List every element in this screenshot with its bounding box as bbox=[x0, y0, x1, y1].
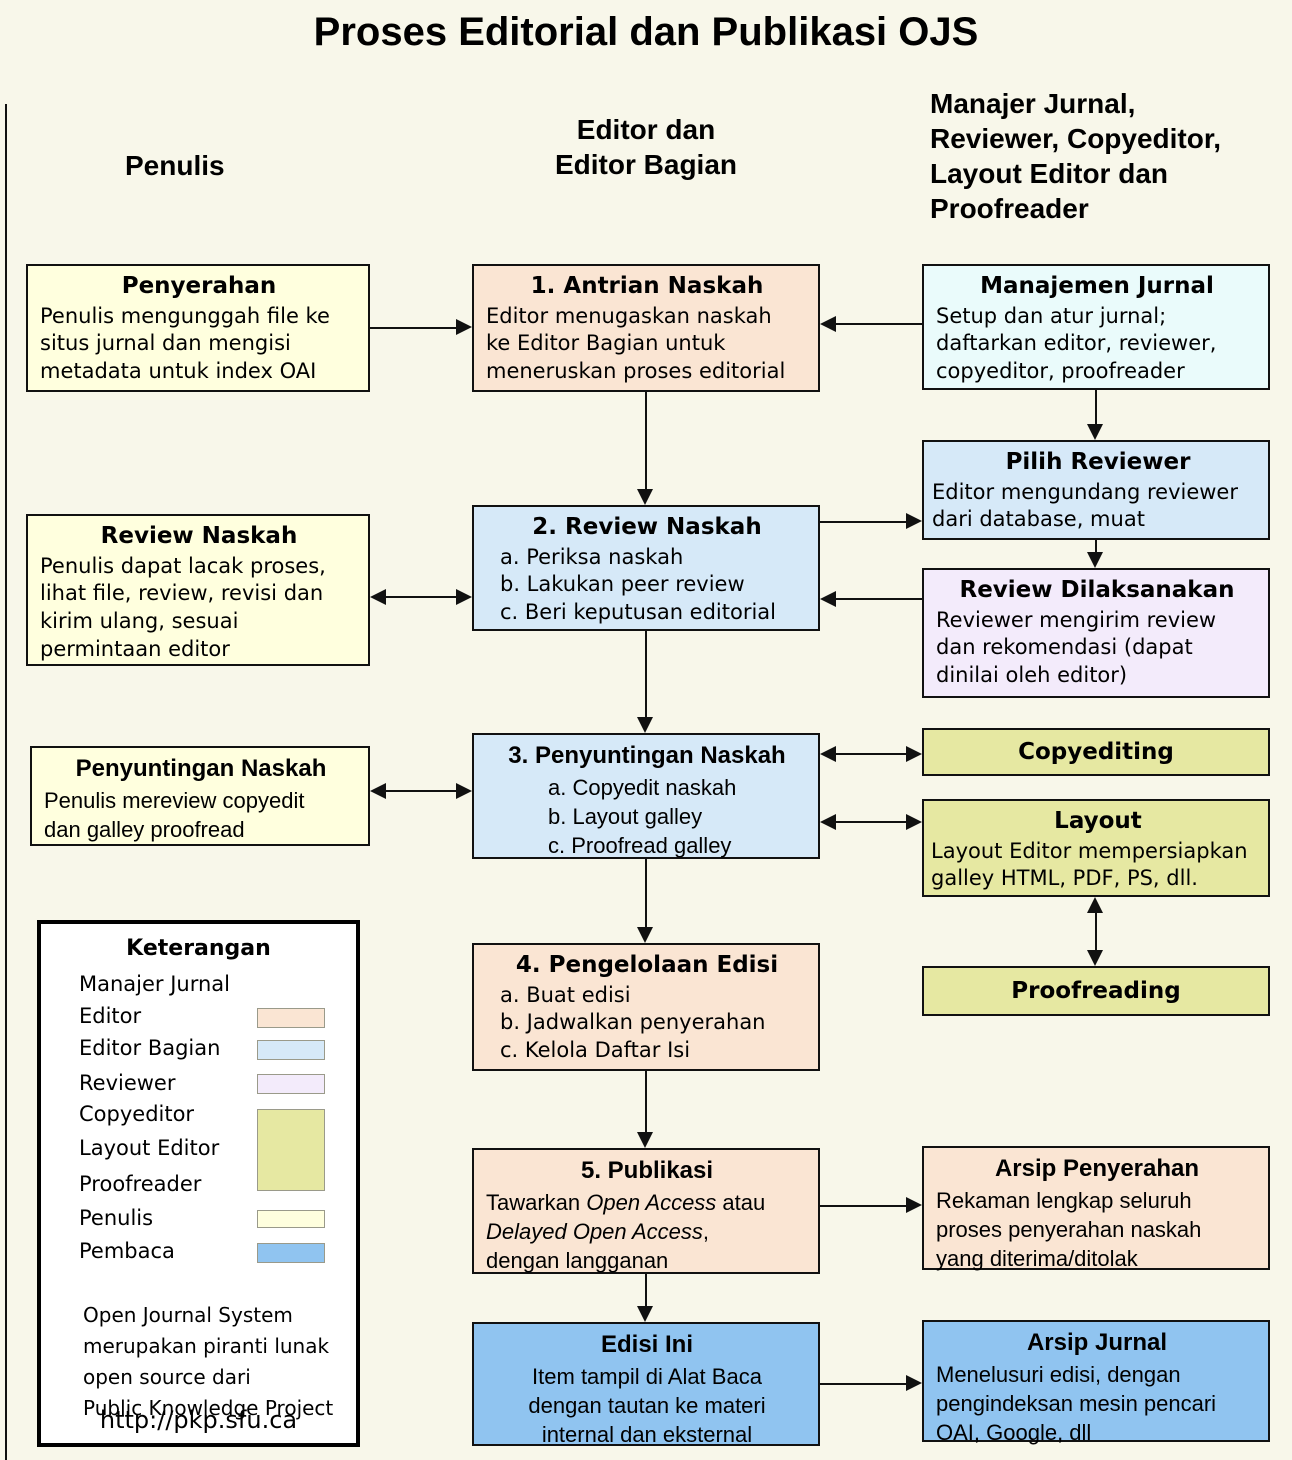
legend-label-manajer-jurnal: Manajer Jurnal bbox=[79, 972, 231, 996]
box-review-naskah-penulis: Review Naskah Penulis dapat lacak proses… bbox=[26, 514, 370, 666]
column-header-editor: Editor dan Editor Bagian bbox=[554, 114, 737, 180]
page-left-border bbox=[5, 104, 7, 1460]
box-edisi-ini-title: Edisi Ini bbox=[600, 1331, 693, 1358]
box-review-dilaksanakan-title: Review Dilaksanakan bbox=[959, 577, 1235, 603]
box-arsip-penyerahan-body: Rekaman lengkap seluruh proses penyeraha… bbox=[936, 1188, 1202, 1272]
legend-label-reviewer: Reviewer bbox=[79, 1071, 176, 1095]
legend-label-copyeditor: Copyeditor bbox=[79, 1102, 195, 1126]
box-copyediting-title: Copyediting bbox=[1018, 738, 1174, 765]
legend-label-pembaca: Pembaca bbox=[79, 1239, 175, 1263]
box-pengelolaan-item-b: b. Jadwalkan penyerahan bbox=[500, 1010, 766, 1035]
legend-swatch-editor bbox=[257, 1008, 325, 1028]
box-pengelolaan-item-c: c. Kelola Daftar Isi bbox=[500, 1038, 691, 1063]
legend-swatch-reviewer bbox=[257, 1074, 325, 1094]
box-layout-title: Layout bbox=[1054, 808, 1142, 834]
box-pilih-reviewer-body: Editor mengundang reviewer dari database… bbox=[932, 479, 1238, 532]
legend-label-editor-bagian: Editor Bagian bbox=[79, 1036, 221, 1060]
box-penyerahan: Penyerahan Penulis mengunggah file ke si… bbox=[26, 264, 370, 392]
box-layout: Layout Layout Editor mempersiapkan galle… bbox=[922, 799, 1270, 897]
box-review-naskah: 2. Review Naskah a. Periksa naskah b. La… bbox=[472, 505, 820, 631]
box-arsip-jurnal-body: Menelusuri edisi, dengan pengindeksan me… bbox=[936, 1362, 1217, 1446]
box-antrian-naskah-body: Editor menugaskan naskah ke Editor Bagia… bbox=[486, 303, 786, 384]
box-penyuntingan-naskah: 3. Penyuntingan Naskah a. Copyedit naska… bbox=[472, 733, 820, 859]
box-review-naskah-penulis-title: Review Naskah bbox=[100, 523, 298, 549]
box-pilih-reviewer: Pilih Reviewer Editor mengundang reviewe… bbox=[922, 440, 1270, 540]
box-penyerahan-title: Penyerahan bbox=[121, 273, 277, 299]
box-edisi-ini: Edisi Ini Item tampil di Alat Baca denga… bbox=[472, 1322, 820, 1448]
box-pengelolaan-edisi: 4. Pengelolaan Edisi a. Buat edisi b. Ja… bbox=[472, 943, 820, 1071]
box-pilih-reviewer-title: Pilih Reviewer bbox=[1005, 449, 1191, 475]
box-pengelolaan-item-a: a. Buat edisi bbox=[500, 982, 631, 1007]
box-arsip-jurnal-title: Arsip Jurnal bbox=[1026, 1329, 1168, 1356]
legend-title: Keterangan bbox=[126, 936, 271, 961]
box-publikasi: 5. Publikasi Tawarkan Open Access atau D… bbox=[472, 1148, 820, 1274]
box-review-dilaksanakan-body: Reviewer mengirim review dan rekomendasi… bbox=[936, 607, 1217, 688]
legend-label-editor: Editor bbox=[79, 1004, 142, 1028]
box-arsip-penyerahan-title: Arsip Penyerahan bbox=[994, 1155, 1200, 1182]
box-review-naskah-item-c: c. Beri keputusan editorial bbox=[500, 600, 777, 625]
page-title: Proses Editorial dan Publikasi OJS bbox=[313, 10, 979, 54]
legend-swatch-editor-bagian bbox=[257, 1040, 325, 1060]
box-proofreading: Proofreading bbox=[922, 966, 1270, 1016]
box-copyediting: Copyediting bbox=[922, 728, 1270, 776]
box-pengelolaan-edisi-title: 4. Pengelolaan Edisi bbox=[515, 952, 779, 978]
legend-url: http://pkp.sfu.ca bbox=[99, 1406, 298, 1434]
box-penyuntingan-item-b: b. Layout galley bbox=[548, 804, 703, 830]
publikasi-italic-open-access: Open Access bbox=[586, 1190, 717, 1215]
publikasi-text-2: atau bbox=[722, 1190, 766, 1215]
legend-box: Keterangan Manajer Jurnal Editor Editor … bbox=[37, 920, 360, 1447]
box-antrian-naskah: 1. Antrian Naskah Editor menugaskan nask… bbox=[472, 264, 820, 392]
column-header-manajer: Manajer Jurnal, Reviewer, Copyeditor, La… bbox=[930, 88, 1221, 224]
box-review-naskah-title: 2. Review Naskah bbox=[532, 514, 762, 540]
box-manajemen-jurnal-body: Setup dan atur jurnal; daftarkan editor,… bbox=[936, 303, 1217, 384]
box-penyuntingan-item-c: c. Proofread galley bbox=[548, 833, 732, 859]
legend-label-penulis: Penulis bbox=[79, 1206, 154, 1230]
box-review-naskah-item-b: b. Lakukan peer review bbox=[500, 572, 745, 597]
legend-swatch-copyeditor-layout-proofreader bbox=[257, 1109, 325, 1191]
box-manajemen-jurnal-title: Manajemen Jurnal bbox=[980, 273, 1214, 299]
box-penyuntingan-penulis-title: Penyuntingan Naskah bbox=[75, 755, 327, 782]
box-arsip-jurnal: Arsip Jurnal Menelusuri edisi, dengan pe… bbox=[922, 1320, 1270, 1445]
legend-label-layout-editor: Layout Editor bbox=[79, 1136, 220, 1160]
publikasi-text-1: Tawarkan bbox=[486, 1190, 587, 1215]
box-review-dilaksanakan: Review Dilaksanakan Reviewer mengirim re… bbox=[922, 568, 1270, 698]
box-penyuntingan-penulis: Penyuntingan Naskah Penulis mereview cop… bbox=[30, 746, 370, 846]
box-penyuntingan-item-a: a. Copyedit naskah bbox=[548, 775, 737, 800]
box-penyerahan-body: Penulis mengunggah file ke situs jurnal … bbox=[40, 303, 330, 384]
legend-swatch-penulis bbox=[257, 1210, 325, 1228]
box-review-naskah-penulis-body: Penulis dapat lacak proses, lihat file, … bbox=[40, 553, 326, 661]
box-layout-body: Layout Editor mempersiapkan galley HTML,… bbox=[931, 838, 1248, 891]
legend-swatch-pembaca bbox=[257, 1243, 325, 1263]
box-edisi-ini-body: Item tampil di Alat Baca dengan tautan k… bbox=[528, 1364, 766, 1448]
publikasi-italic-delayed-open-access: Delayed Open Access bbox=[486, 1219, 703, 1245]
legend-footer-text: Open Journal System merupakan piranti lu… bbox=[83, 1303, 334, 1420]
box-manajemen-jurnal: Manajemen Jurnal Setup dan atur jurnal; … bbox=[922, 264, 1270, 390]
box-penyuntingan-naskah-title: 3. Penyuntingan Naskah bbox=[508, 742, 786, 769]
legend-label-proofreader: Proofreader bbox=[79, 1172, 202, 1196]
box-publikasi-body: Tawarkan Open Access atau Delayed Open A… bbox=[486, 1188, 808, 1275]
box-antrian-naskah-title: 1. Antrian Naskah bbox=[530, 273, 764, 299]
box-arsip-penyerahan: Arsip Penyerahan Rekaman lengkap seluruh… bbox=[922, 1146, 1270, 1272]
publikasi-text-3: , dengan langganan bbox=[486, 1219, 709, 1274]
box-proofreading-title: Proofreading bbox=[1011, 977, 1181, 1004]
box-publikasi-title: 5. Publikasi bbox=[580, 1157, 714, 1184]
box-penyuntingan-penulis-body: Penulis mereview copyedit dan galley pro… bbox=[44, 788, 305, 843]
column-header-penulis: Penulis bbox=[125, 150, 225, 181]
box-review-naskah-item-a: a. Periksa naskah bbox=[500, 544, 684, 569]
